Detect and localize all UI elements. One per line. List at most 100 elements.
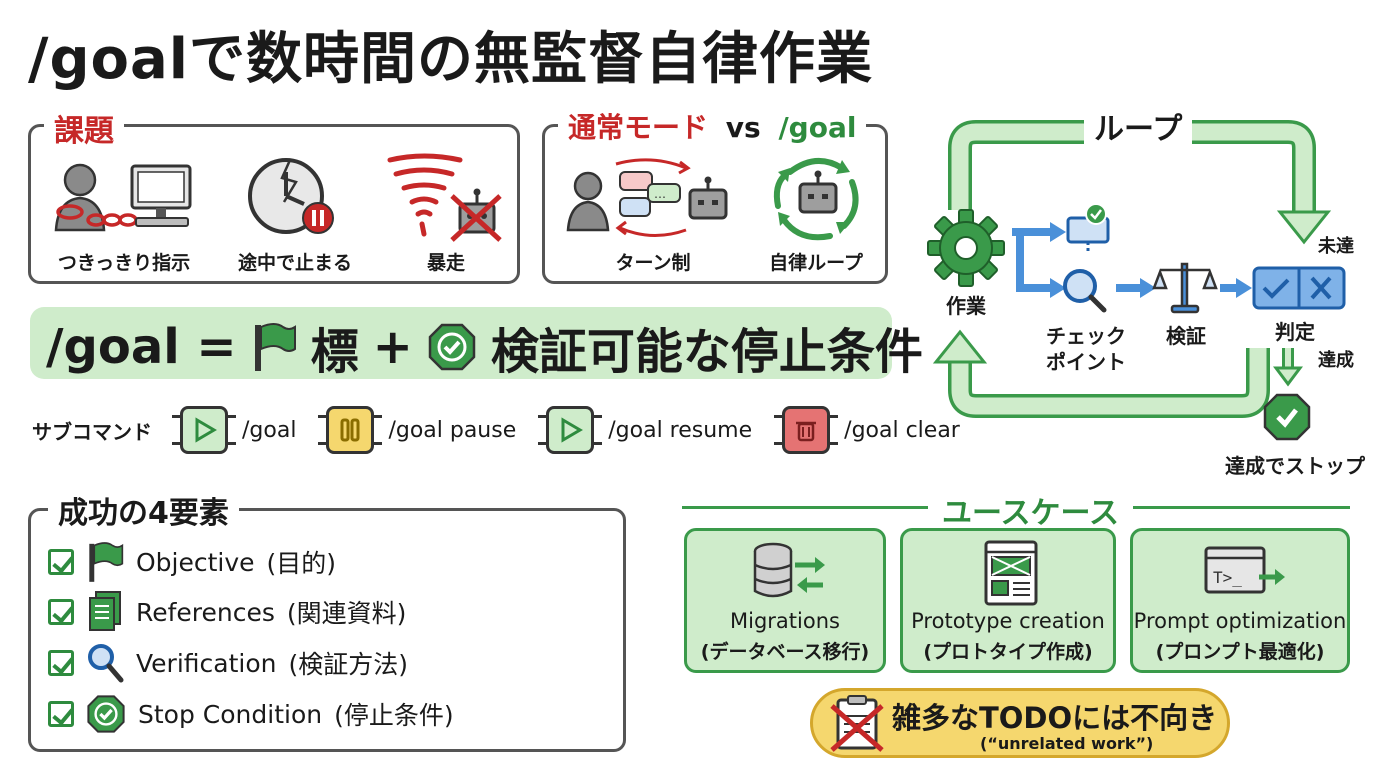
usecase-prompt-en: Prompt optimization — [1133, 609, 1347, 633]
element-verification-jp: (検証方法) — [288, 650, 408, 679]
checkbox-icon — [48, 599, 74, 625]
autonomous-loop-icon — [773, 158, 859, 241]
flag-icon — [89, 542, 124, 582]
usecase-prompt-jp: (プロンプト最適化) — [1155, 641, 1325, 663]
tornado-robot-icon — [387, 153, 502, 242]
formula-term2: 検証可能な停止条件 — [490, 324, 923, 380]
warning-text: 雑多なTODOには不向き — [892, 701, 1218, 735]
element-objective-jp: (目的) — [266, 549, 337, 578]
usecase-migrations-jp: (データベース移行) — [700, 641, 870, 663]
terminal-icon: T>_ — [1204, 546, 1285, 594]
document-icon — [89, 591, 121, 631]
loop-achieved-label: 達成 — [1318, 350, 1354, 371]
user-computer-chain-icon — [54, 163, 192, 232]
subcommands-label: サブコマンド — [32, 419, 152, 444]
element-row-stop-condition: Stop Condition (停止条件) — [48, 694, 454, 734]
issue-caption-2: 途中で止まる — [237, 252, 352, 274]
goal-mode-label: /goal — [778, 111, 857, 144]
svg-text:T>_: T>_ — [1213, 568, 1242, 587]
issues-box — [28, 124, 520, 284]
usecase-card-prompt: T>_ Prompt optimization (プロンプト最適化) — [1130, 528, 1350, 673]
normal-mode-label: 通常モード — [568, 111, 709, 144]
element-row-references: References (関連資料) — [48, 590, 406, 634]
robot-icon — [688, 176, 728, 220]
robot-icon — [798, 170, 838, 214]
tornado-icon — [387, 153, 463, 237]
element-verification-en: Verification — [136, 648, 277, 678]
checkbox-icon — [48, 701, 74, 727]
element-references-en: References — [136, 597, 275, 627]
usecases-heading: ユースケース — [928, 488, 1133, 532]
subcommand-pause[interactable]: /goal pause — [318, 406, 517, 454]
warning-subtext: (“unrelated work”) — [980, 734, 1154, 753]
loop-checkpoint-label-1: チェック — [1046, 324, 1126, 348]
formula: /goal = 標 + 検証可能な停止条件 — [46, 312, 923, 382]
trash-icon — [774, 406, 839, 454]
gear-icon — [927, 209, 1005, 287]
formula-lhs: /goal = — [46, 319, 237, 375]
play-icon — [172, 406, 236, 454]
subcommand-goal[interactable]: /goal — [172, 406, 297, 454]
loop-not-achieved-label: 未達 — [1318, 236, 1354, 257]
usecase-card-migrations: Migrations (データベース移行) — [684, 528, 886, 673]
vs-label: vs — [725, 111, 761, 144]
broken-clock-icon — [248, 158, 334, 234]
elements-box — [28, 508, 626, 752]
checkpoint-icon — [1063, 203, 1110, 313]
usecase-card-prototype: Prototype creation (プロトタイプ作成) — [900, 528, 1116, 673]
checkbox-icon — [48, 650, 74, 676]
turn-based-icon: … — [566, 158, 728, 238]
modes-heading: 通常モード vs /goal — [558, 106, 867, 146]
play-icon — [538, 406, 603, 454]
pause-icon — [318, 406, 383, 454]
element-stop-jp: (停止条件) — [334, 701, 454, 730]
loop-checkpoint-label-2: ポイント — [1046, 350, 1126, 374]
element-stop-en: Stop Condition — [138, 699, 323, 729]
magnifier-icon — [88, 644, 124, 683]
chat-bubbles-icon: … — [619, 171, 681, 217]
issue-caption-3: 暴走 — [426, 252, 465, 274]
subcommand-resume[interactable]: /goal resume — [538, 406, 752, 454]
loop-stop-label: 達成でストップ — [1225, 454, 1365, 478]
goal-mode-caption: 自律ループ — [769, 252, 863, 274]
elements-heading: 成功の4要素 — [48, 488, 239, 532]
user-icon — [566, 171, 610, 232]
element-references-jp: (関連資料) — [286, 599, 407, 628]
scale-icon — [1152, 262, 1218, 314]
pause-icon — [302, 202, 334, 234]
normal-mode-caption: ターン制 — [615, 252, 691, 274]
loop-judge-label: 判定 — [1275, 320, 1315, 344]
check-shield-icon — [87, 695, 125, 733]
loop-verify-label: 検証 — [1166, 324, 1206, 348]
checkmark-cross-icon — [1252, 266, 1346, 310]
element-row-verification: Verification (検証方法) — [48, 642, 408, 684]
page-title: /goalで数時間の無監督自律作業 — [28, 27, 873, 92]
computer-icon — [130, 164, 192, 227]
loop-diagram — [927, 120, 1346, 441]
subcommand-pause-label: /goal pause — [388, 417, 517, 443]
check-shield-icon — [1263, 393, 1311, 441]
user-icon — [54, 163, 106, 232]
element-row-objective: Objective (目的) — [48, 540, 336, 584]
robot-icon — [450, 188, 502, 242]
usecase-migrations-en: Migrations — [730, 609, 840, 633]
issues-heading: 課題 — [44, 106, 124, 150]
flag-icon — [254, 323, 296, 371]
clipboard-icon — [830, 695, 884, 752]
subcommand-clear[interactable]: /goal clear — [774, 406, 960, 454]
usecase-prototype-jp: (プロトタイプ作成) — [923, 641, 1093, 663]
loop-work-label: 作業 — [946, 294, 986, 318]
formula-plus: + — [372, 319, 413, 375]
subcommands-row: サブコマンド /goal /goal pause /goal resume /g… — [32, 402, 960, 458]
element-objective-en: Objective — [136, 547, 255, 577]
database-icon — [753, 542, 825, 598]
check-shield-icon — [428, 323, 476, 371]
formula-term1: 標 — [310, 324, 359, 380]
subcommand-goal-label: /goal — [242, 417, 297, 443]
svg-text:…: … — [654, 187, 666, 201]
loop-title: ループ — [1084, 104, 1193, 148]
usecase-prototype-en: Prototype creation — [911, 609, 1105, 633]
wireframe-icon — [984, 540, 1038, 606]
subcommand-clear-label: /goal clear — [844, 417, 960, 443]
issue-caption-1: つきっきり指示 — [57, 252, 191, 274]
